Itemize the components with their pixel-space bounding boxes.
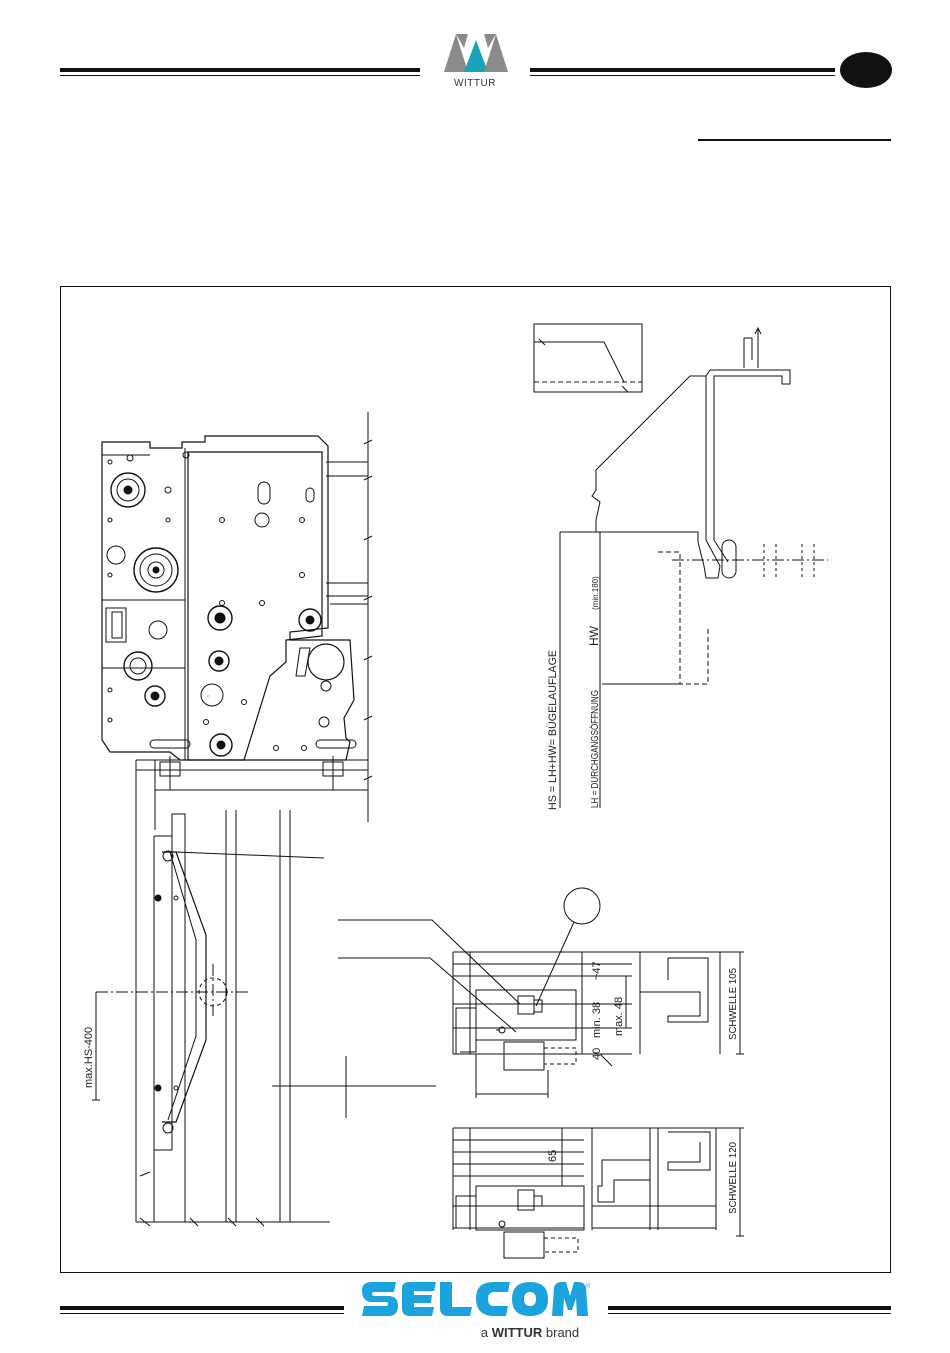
header-rule-right-thin xyxy=(530,75,835,76)
hw-label: HW xyxy=(587,625,601,646)
svg-text:®: ® xyxy=(586,1282,590,1290)
schwelle-120-label: SCHWELLE 120 xyxy=(728,1142,739,1214)
page-badge xyxy=(840,52,892,88)
dim-65-label: 65 xyxy=(547,1150,559,1162)
wittur-logo-icon xyxy=(442,28,510,76)
technical-drawing: HS = LH+HW= BÜGELAUFLAGE LH = DURCHGANGS… xyxy=(60,286,891,1273)
selcom-logo-icon: ® xyxy=(360,1278,590,1322)
dim-47-label: ~47 xyxy=(591,961,603,980)
fixing-bracket-detail xyxy=(534,324,828,808)
schwelle-105-label: SCHWELLE 105 xyxy=(728,968,739,1040)
footer-rule-left-thin xyxy=(60,1313,344,1314)
hs-formula-label: HS = LH+HW= BÜGELAUFLAGE xyxy=(547,650,559,810)
header-rule-right xyxy=(530,68,835,72)
hw-min-label: (min.180) xyxy=(591,576,600,610)
dim-40-label: 40 xyxy=(591,1048,603,1060)
selcom-tagline: a WITTUR brand xyxy=(470,1325,590,1340)
wittur-wordmark: WITTUR xyxy=(430,78,520,89)
title-underline xyxy=(698,139,891,141)
footer-rule-right-thin xyxy=(608,1313,891,1314)
header-rule-left xyxy=(60,68,420,72)
tagline-prefix: a xyxy=(481,1325,488,1340)
footer-rule-right xyxy=(608,1306,891,1310)
max-hs-label: max.HS-400 xyxy=(83,1027,95,1088)
dim-max48-label: max. 48 xyxy=(613,997,625,1036)
footer-rule-left xyxy=(60,1306,344,1310)
dim-min38-label: min. 38 xyxy=(591,1002,603,1038)
door-panel-link xyxy=(92,810,330,1226)
header-rule-left-thin xyxy=(60,75,420,76)
lh-formula-label: LH = DURCHGANGSÖFFNUNG xyxy=(589,690,601,808)
door-header-rail xyxy=(136,756,368,1222)
tagline-suffix: brand xyxy=(546,1325,579,1340)
sill-section-120 xyxy=(453,1128,744,1258)
tagline-brand: WITTUR xyxy=(492,1325,543,1340)
